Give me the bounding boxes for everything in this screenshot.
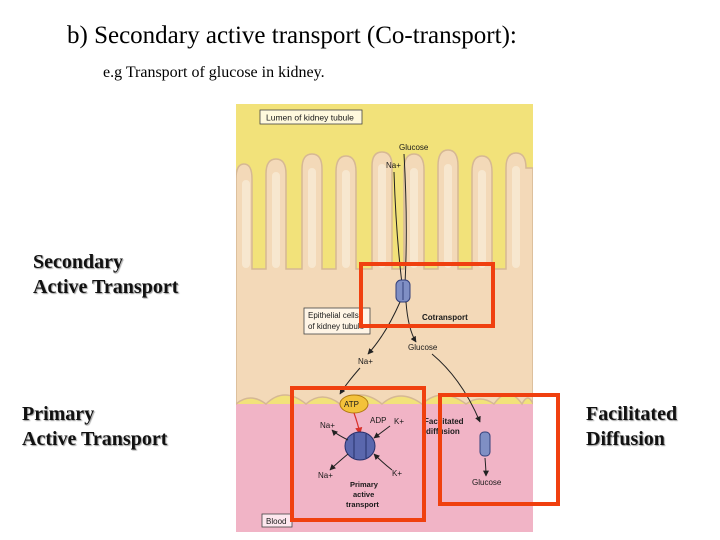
primary-transport-line3: transport: [346, 500, 379, 509]
blood-background: [236, 404, 533, 532]
glucose-top-label: Glucose: [399, 143, 429, 152]
lumen-label: Lumen of kidney tubule: [266, 113, 354, 123]
k-bottom-label: K+: [392, 469, 402, 478]
na-entry-path: [393, 171, 403, 285]
glucose-to-carrier-arrow: [431, 353, 481, 423]
facilitated-diffusion-line2: diffusion: [426, 427, 460, 436]
k-in-arrow-top: [373, 425, 391, 439]
sodium-potassium-pump: [344, 431, 376, 461]
na-to-pump-arrow: [339, 367, 361, 395]
na-out-arrow-top: [331, 429, 349, 441]
primary-transport-highlight-box: [290, 386, 426, 522]
glucose-bottom-label: Glucose: [472, 478, 502, 487]
adp-label: ADP: [370, 416, 386, 425]
facilitated-diffusion-highlight-box: [438, 393, 560, 506]
na-into-cell-arrow: [367, 301, 401, 355]
slide-subtitle: e.g Transport of glucose in kidney.: [103, 64, 325, 81]
secondary-label-line1: Secondary: [33, 251, 123, 273]
na-out-arrow-bottom: [329, 453, 349, 471]
lumen-label-box: [259, 109, 363, 125]
kidney-transport-diagram: Lumen of kidney tubule Glucose Na+ Epith…: [236, 104, 533, 532]
facilitated-label-line2: Diffusion: [586, 428, 665, 450]
primary-label-line2: Active Transport: [22, 428, 168, 450]
primary-active-transport-label: Primary Active Transport: [22, 402, 167, 452]
glucose-carrier-protein: [479, 431, 491, 457]
na-top-label: Na+: [386, 161, 401, 170]
villus-cores: [242, 164, 520, 268]
blood-label: Blood: [266, 517, 286, 526]
na-bottom-label: Na+: [318, 471, 333, 480]
primary-transport-line2: active: [353, 490, 374, 499]
k-right-label: K+: [394, 417, 404, 426]
secondary-label-line2: Active Transport: [33, 276, 179, 298]
na-left-label: Na+: [320, 421, 335, 430]
facilitated-diffusion-label: Facilitated Diffusion: [586, 402, 677, 452]
primary-label-line1: Primary: [22, 403, 95, 425]
facilitated-diffusion-line1: Facilitated: [424, 417, 464, 426]
cotransport-label: Cotransport: [422, 313, 468, 322]
glucose-to-blood-arrow: [482, 457, 489, 477]
cotransport-highlight-box: [359, 262, 495, 328]
slide-title: b) Secondary active transport (Co-transp…: [67, 22, 517, 49]
facilitated-label-line1: Facilitated: [586, 403, 678, 425]
epithelial-label-line1: Epithelial cells: [308, 311, 359, 320]
atp-label: ATP: [344, 400, 359, 409]
secondary-active-transport-label: Secondary Active Transport: [33, 250, 178, 300]
kidney-transport-figure: Lumen of kidney tubule Glucose Na+ Epith…: [236, 104, 533, 532]
k-in-arrow: [373, 453, 393, 471]
epithelial-label-line2: of kidney tubule: [308, 322, 365, 331]
glucose-entry-path: [403, 153, 407, 285]
primary-transport-line1: Primary: [350, 480, 379, 489]
na-mid-label: Na+: [358, 357, 373, 366]
glucose-mid-label: Glucose: [408, 343, 438, 352]
